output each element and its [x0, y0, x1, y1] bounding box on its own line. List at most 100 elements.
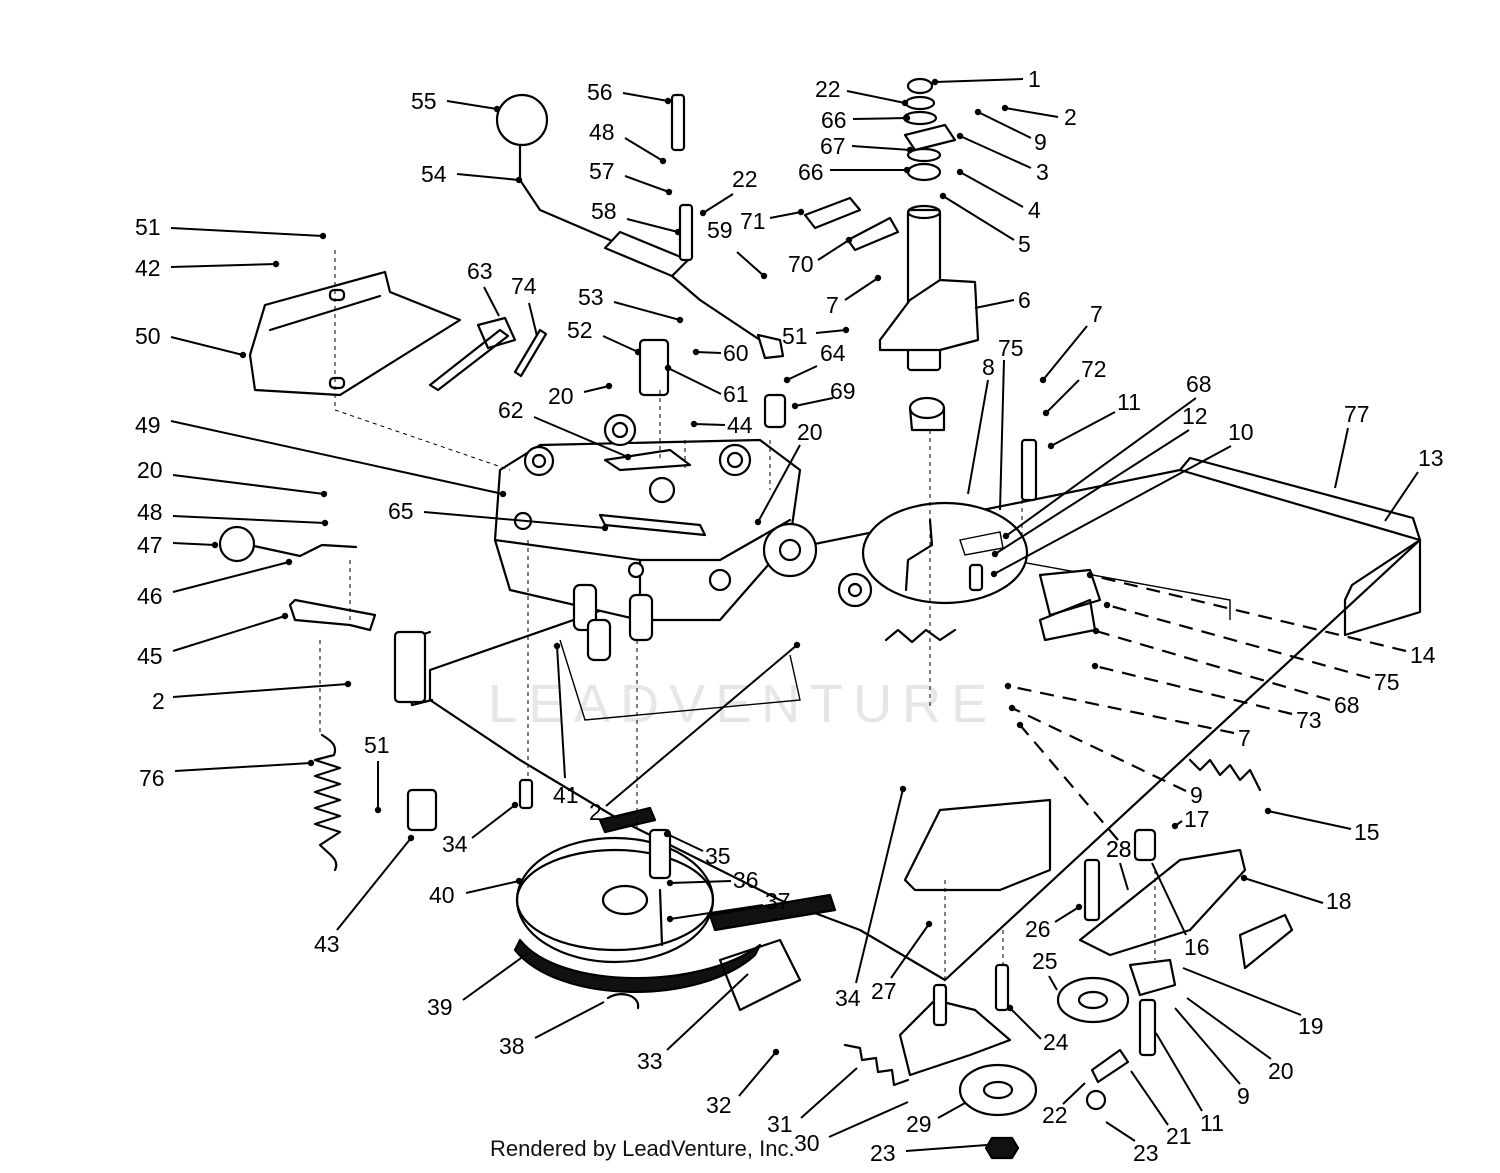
callout-75: 75: [998, 335, 1024, 511]
callout-number: 75: [1374, 669, 1400, 695]
callout-number: 46: [137, 583, 163, 609]
callout-29: 29: [906, 1102, 966, 1137]
callout-26: 26: [1025, 906, 1080, 942]
callout-leader-line: [1186, 997, 1272, 1060]
callout-leader-line: [666, 833, 704, 852]
callout-number: 19: [1298, 1013, 1324, 1039]
callout-number: 9: [1237, 1083, 1250, 1109]
callout-leader-line: [1384, 471, 1419, 522]
callout-4: 4: [959, 171, 1041, 223]
callout-number: 13: [1418, 445, 1444, 471]
callout-number: 21: [1166, 1123, 1192, 1149]
callout-number: 58: [591, 198, 617, 224]
callout-41: 41: [553, 645, 579, 808]
callout-number: 23: [870, 1140, 896, 1166]
callout-leader-line: [583, 385, 610, 393]
callout-77: 77: [1334, 401, 1370, 489]
linkage-parts: [406, 93, 1102, 1012]
callout-leader-line: [534, 1001, 605, 1039]
callout-leader-line: [1106, 603, 1371, 680]
callout-number: 63: [467, 258, 493, 284]
callout-18: 18: [1243, 877, 1352, 914]
callout-number: 44: [727, 412, 753, 438]
callout-63: 63: [467, 258, 500, 317]
callout-14: 14: [1089, 573, 1436, 668]
callout-leader-line: [1174, 820, 1183, 827]
callout-42: 42: [135, 255, 277, 281]
callout-number: 16: [1184, 934, 1210, 960]
callout-36: 36: [669, 867, 759, 893]
callout-8: 8: [967, 354, 995, 495]
callout-leader-line: [942, 195, 1015, 241]
callout-number: 48: [589, 119, 615, 145]
callout-number: 29: [906, 1111, 932, 1137]
callout-number: 47: [137, 532, 163, 558]
callout-leader-line: [336, 837, 412, 931]
callout-leader-line: [815, 329, 847, 334]
callout-51: 51: [135, 214, 324, 240]
callout-number: 73: [1296, 707, 1322, 733]
callout-53: 53: [578, 284, 681, 321]
callout-leader-line: [602, 335, 639, 353]
callout-leader-line: [974, 299, 1015, 309]
callout-54: 54: [421, 161, 520, 187]
callout-leader-line: [174, 762, 312, 772]
callout-leader-line: [1089, 573, 1407, 653]
callout-number: 2: [589, 799, 602, 825]
callout-leader-line: [423, 511, 606, 529]
callout-leader-line: [736, 251, 765, 277]
callout-leader-line: [622, 92, 669, 102]
callout-49: 49: [135, 412, 504, 495]
callout-30: 30: [794, 1101, 909, 1156]
callout-leader-line: [994, 429, 1190, 555]
callout-12: 12: [994, 403, 1208, 555]
callout-leader-line: [702, 193, 734, 214]
callout-number: 8: [982, 354, 995, 380]
callout-number: 6: [1018, 287, 1031, 313]
callout-number: 76: [139, 765, 165, 791]
callout-number: 71: [740, 208, 766, 234]
callout-number: 45: [137, 643, 163, 669]
callout-leader-line: [959, 171, 1024, 208]
callout-leader-line: [1007, 684, 1235, 735]
callout-number: 2: [1064, 104, 1077, 130]
callout-34: 34: [835, 788, 904, 1011]
mounting-bracket: [248, 270, 548, 397]
callout-leader-line: [1004, 107, 1059, 118]
callout-34: 34: [442, 804, 516, 857]
callout-number: 10: [1228, 419, 1254, 445]
callout-number: 7: [826, 292, 839, 318]
callout-leader-line: [528, 302, 538, 337]
callout-leader-line: [846, 90, 906, 104]
callout-number: 61: [723, 381, 749, 407]
callout-37: 37: [669, 888, 791, 920]
callout-leader-line: [967, 379, 989, 495]
callout-32: 32: [706, 1051, 777, 1118]
callout-1: 1: [934, 66, 1041, 92]
callout-31: 31: [767, 1067, 858, 1137]
callout-leader-line: [1119, 862, 1129, 891]
callout-leader-line: [934, 78, 1024, 83]
callout-number: 27: [871, 978, 897, 1004]
callout-leader-line: [695, 351, 722, 354]
callout-number: 48: [137, 499, 163, 525]
callout-number: 7: [1238, 725, 1251, 751]
callout-number: 42: [135, 255, 161, 281]
callout-71: 71: [740, 208, 802, 234]
callout-number: 57: [589, 158, 615, 184]
callout-60: 60: [695, 340, 749, 366]
callout-leader-line: [1019, 724, 1119, 841]
callout-23: 23: [1105, 1121, 1159, 1166]
callout-23: 23: [870, 1140, 988, 1166]
callout-number: 11: [1200, 1110, 1224, 1136]
callout-64: 64: [786, 340, 846, 381]
callout-10: 10: [993, 419, 1254, 575]
callout-leader-line: [1005, 397, 1197, 537]
callout-number: 2: [152, 688, 165, 714]
callout-21: 21: [1130, 1070, 1192, 1149]
callout-leader-line: [757, 444, 801, 523]
callout-leader-line: [1151, 862, 1187, 936]
callout-number: 30: [794, 1130, 820, 1156]
callout-leader-line: [1045, 379, 1080, 414]
